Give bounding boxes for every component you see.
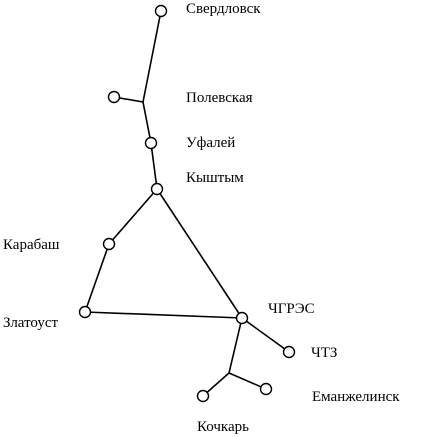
edge-zlatoust-chgres: [84, 311, 243, 319]
label-zlatoust: Златоуст: [3, 315, 59, 331]
label-polevskaya: Полевская: [186, 90, 253, 106]
node-emanzhelinsk: [259, 382, 273, 396]
edge-junction-ufaley: [142, 101, 152, 144]
label-sverdlovsk: Свердловск: [186, 1, 261, 17]
node-kochkar: [196, 389, 210, 403]
node-zlatoust: [78, 305, 92, 319]
label-kyshtym: Кыштым: [186, 170, 244, 186]
node-polevskaya: [107, 90, 121, 104]
nodes: [78, 4, 296, 403]
edge-sverdlovsk-polevskaya-junction: [142, 10, 162, 103]
edge-kyshtym-karabash: [108, 188, 158, 245]
node-ufaley: [144, 136, 158, 150]
label-karabash: Карабаш: [3, 237, 60, 253]
label-ufaley: Уфалей: [186, 135, 235, 151]
node-chgres: [235, 311, 249, 325]
label-chgres: ЧГРЭС: [268, 301, 315, 317]
edges: [84, 10, 290, 397]
node-chtz: [282, 345, 296, 359]
label-kochkar: Кочкарь: [197, 419, 249, 435]
node-kyshtym: [150, 182, 164, 196]
label-emanzhelinsk: Еманжелинск: [312, 389, 400, 405]
labels: Свердловск Полевская Уфалей Кыштым Караб…: [3, 1, 400, 435]
edge-chgres-junction-south: [228, 317, 243, 374]
edge-kyshtym-chgres: [156, 188, 243, 319]
label-chtz: ЧТЗ: [311, 345, 337, 361]
node-sverdlovsk: [154, 4, 168, 18]
edge-karabash-zlatoust: [84, 243, 110, 313]
edge-ufaley-kyshtym: [150, 142, 158, 190]
edge-chgres-chtz: [241, 317, 290, 353]
node-karabash: [102, 237, 116, 251]
edge-junction-emanzhelinsk: [228, 372, 267, 390]
